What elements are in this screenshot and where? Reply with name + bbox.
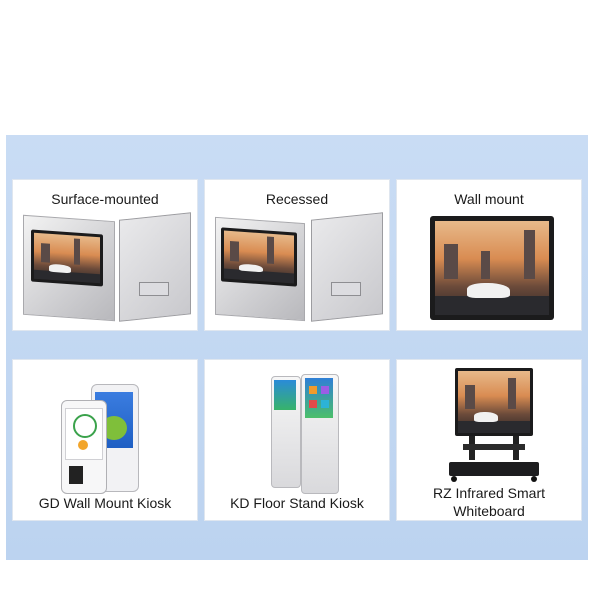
product-card-recessed[interactable]: Recessed xyxy=(204,179,390,331)
card-label-line2: Whiteboard xyxy=(453,503,525,519)
product-card-rz-infrared-smart-whiteboard[interactable]: RZ Infrared Smart Whiteboard xyxy=(396,359,582,521)
product-card-kd-floor-stand-kiosk[interactable]: KD Floor Stand Kiosk xyxy=(204,359,390,521)
card-label: Recessed xyxy=(265,191,329,207)
product-card-gd-wall-mount-kiosk[interactable]: GD Wall Mount Kiosk xyxy=(12,359,198,521)
card-label-line1: RZ Infrared Smart xyxy=(432,485,546,501)
product-card-wall-mount[interactable]: Wall mount xyxy=(396,179,582,331)
kd-kiosk-image xyxy=(265,374,341,494)
card-label: KD Floor Stand Kiosk xyxy=(230,495,364,511)
card-label: GD Wall Mount Kiosk xyxy=(38,495,172,511)
rz-whiteboard-image xyxy=(445,368,541,484)
product-card-surface-mounted[interactable]: Surface-mounted xyxy=(12,179,198,331)
card-label: Surface-mounted xyxy=(51,191,159,207)
surface-mounted-image xyxy=(21,212,191,322)
recessed-image xyxy=(213,212,383,322)
gd-kiosk-image xyxy=(61,380,151,494)
wall-mount-image xyxy=(430,216,554,322)
card-label: Wall mount xyxy=(454,191,524,207)
